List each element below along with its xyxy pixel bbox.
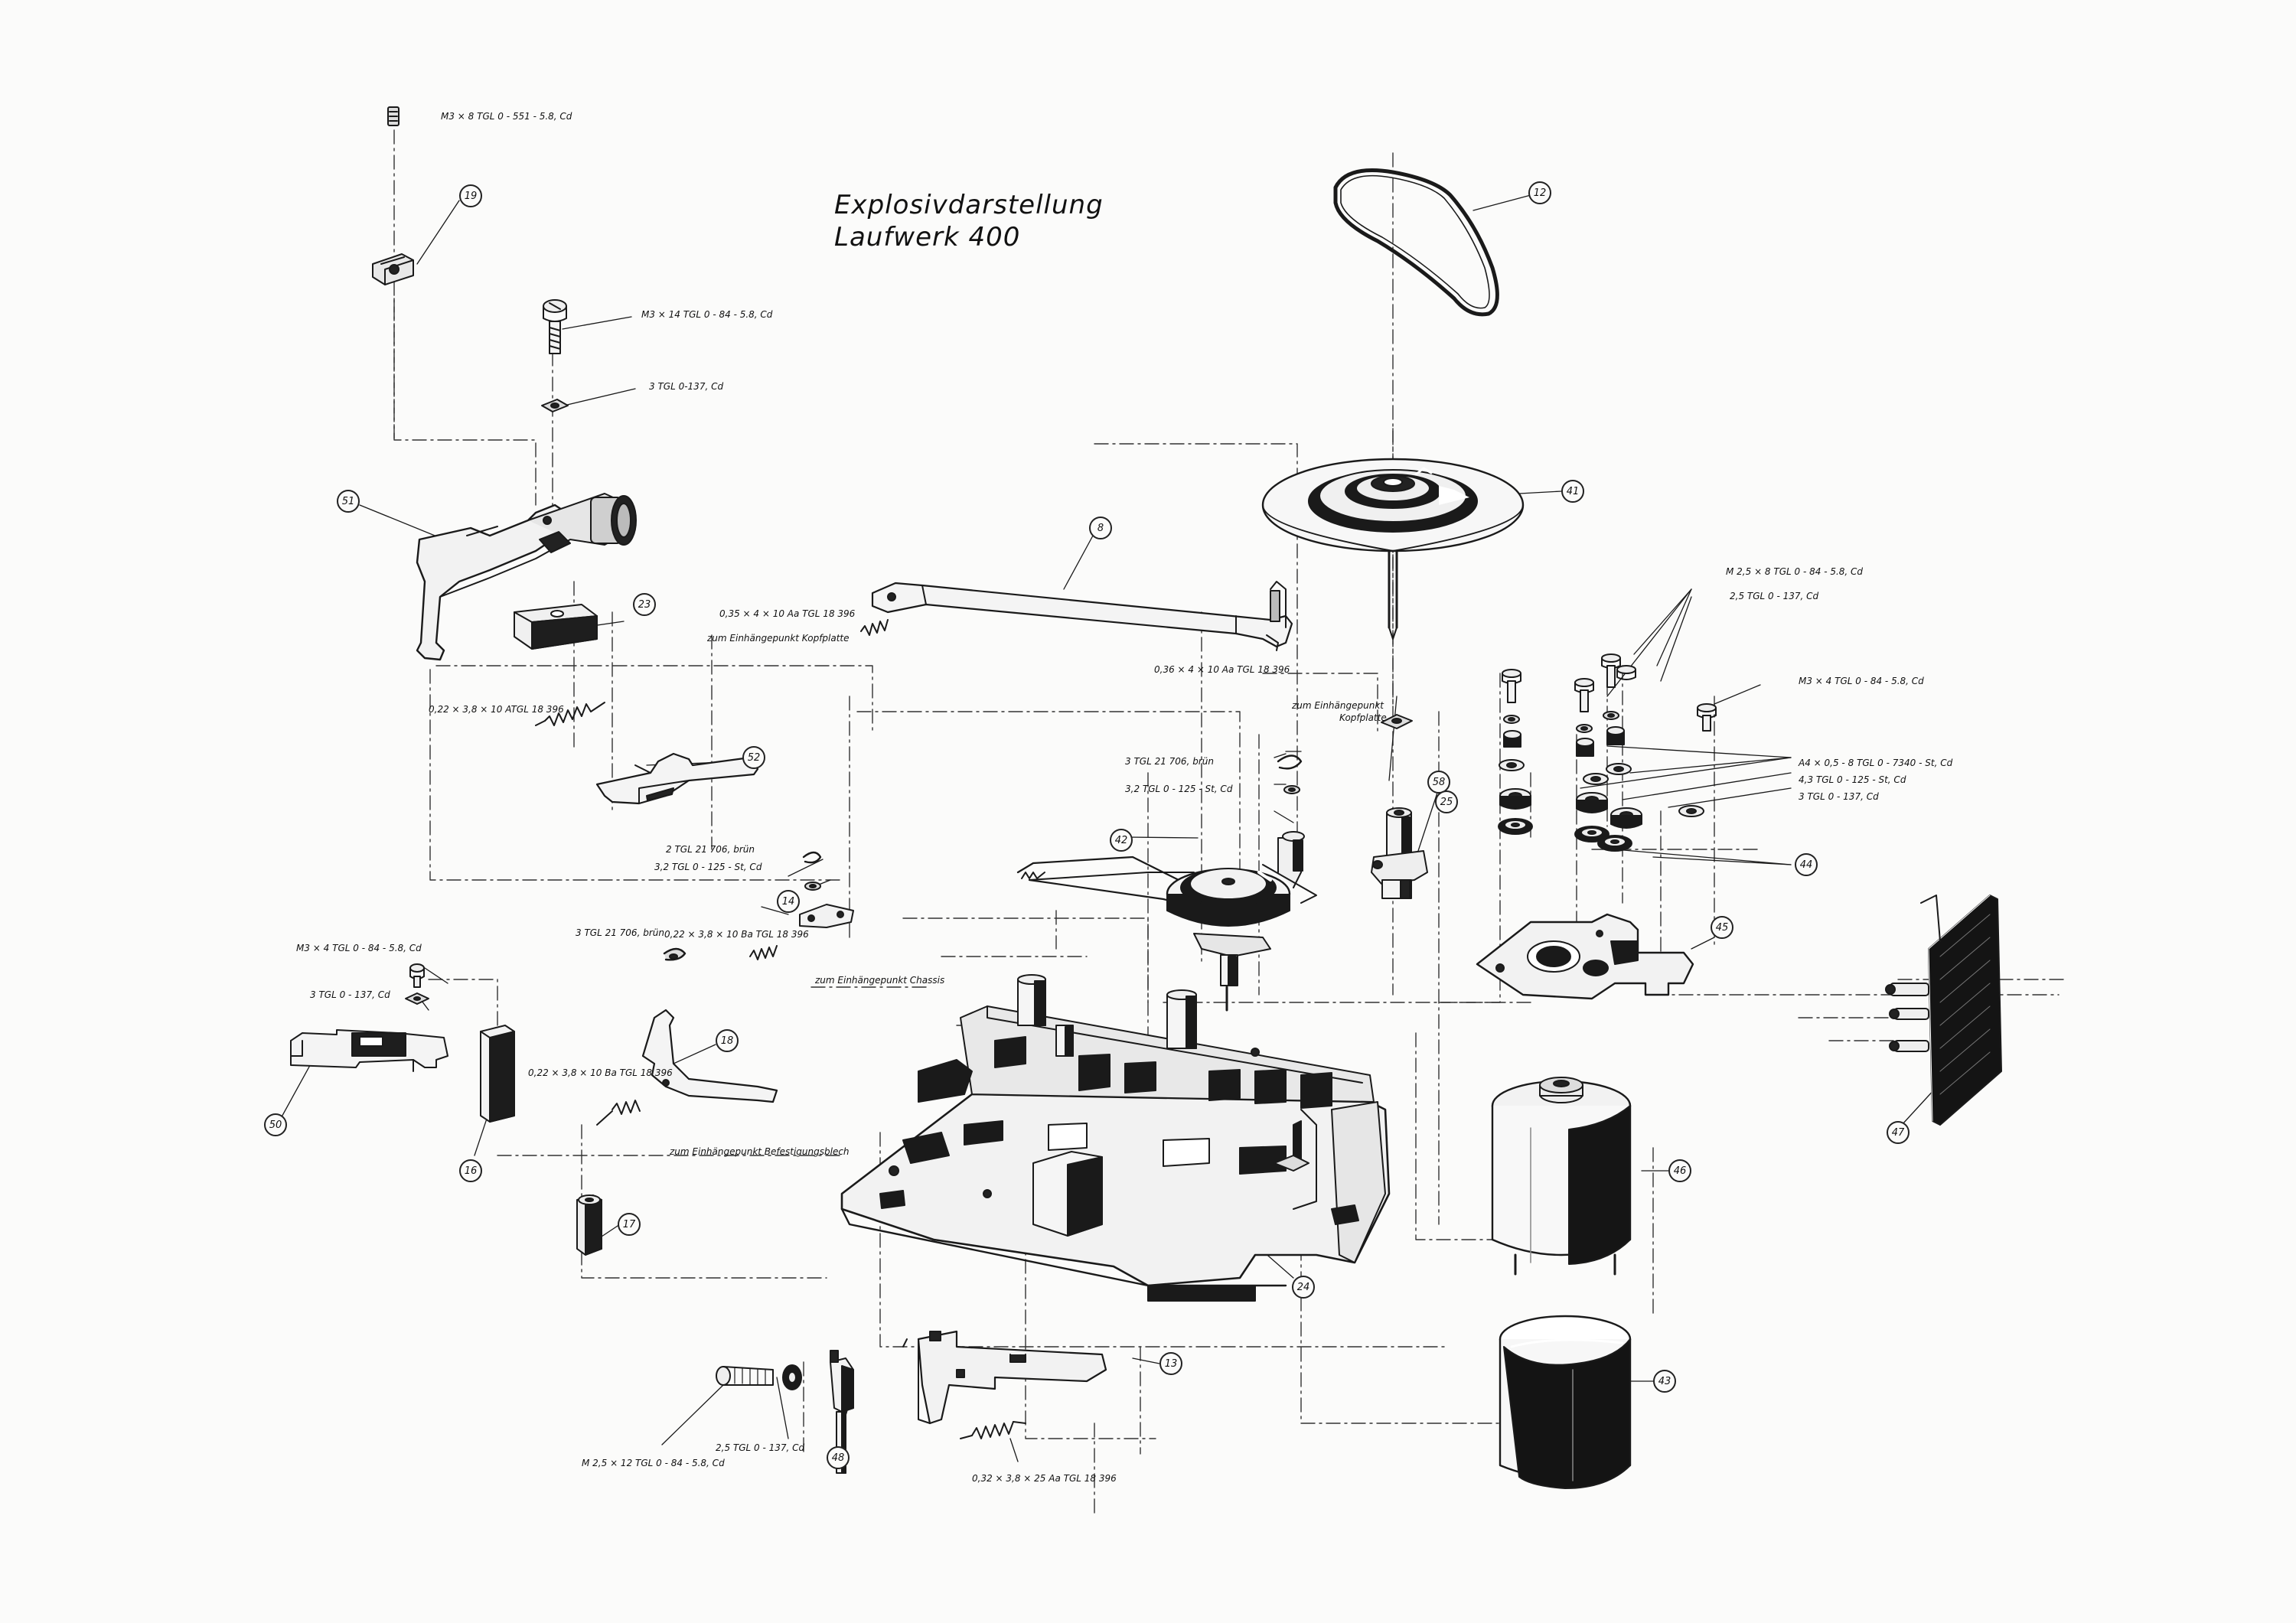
spec-clip-3b: 3 TGL 21 706, brün [576,927,664,938]
clip-3-tgl [1277,754,1303,794]
spec-washer-3-left: 3 TGL 0 - 137, Cd [310,989,390,1000]
spec-a4-washer: A4 × 0,5 - 8 TGL 0 - 7340 - St, Cd [1799,758,1953,768]
spec-spring-036: 0,36 × 4 × 10 Aa TGL 18 396 [1154,664,1290,675]
spec-washer-32: 3,2 TGL 0 - 125 - St, Cd [1125,784,1233,794]
part-42-pulley [1016,831,1317,1012]
callout-50: 50 [264,1113,287,1136]
spec-kopfplatte-1: zum Einhängepunkt Kopfplatte [707,633,850,644]
drawing-title-line2: Laufwerk 400 [834,222,1021,253]
spec-washer-3: 3 TGL 0-137, Cd [649,381,724,392]
spec-washer-3-right: 3 TGL 0 - 137, Cd [1799,791,1879,802]
part-44-screws [1498,653,1717,852]
part-13-bracket [902,1330,1107,1439]
spec-spring-022c: 0,22 × 3,8 × 10 Ba TGL 18 396 [528,1067,673,1078]
spec-kopfplatte-2a: zum Einhängepunkt [1292,700,1384,711]
callout-24: 24 [1292,1276,1315,1299]
part-23-block [514,604,598,650]
spec-m3x8: M3 × 8 TGL 0 - 551 - 5.8, Cd [441,111,572,122]
callout-44: 44 [1795,853,1818,876]
callout-16: 16 [459,1159,482,1182]
spec-befestigung: zum Einhängepunkt Befestigungsblech [670,1146,850,1157]
callout-58: 58 [1427,771,1450,794]
spec-washer-32b: 3,2 TGL 0 - 125 - St, Cd [654,862,762,872]
part-18-hook [596,1009,778,1126]
part-51-head-bracket [416,493,637,661]
spring-022 [535,702,605,726]
spec-washer-43: 4,3 TGL 0 - 125 - St, Cd [1799,774,1906,785]
part-41-flywheel [1261,458,1525,640]
callout-41: 41 [1561,480,1584,503]
part-46-motor [1491,1077,1632,1276]
part-17-post [576,1194,602,1256]
spec-washer-25b: 2,5 TGL 0 - 137, Cd [716,1442,805,1453]
screw-m25x12 [716,1364,802,1390]
spec-clip-3: 3 TGL 21 706, brün [1125,756,1214,767]
callout-13: 13 [1159,1352,1182,1375]
callout-19: 19 [459,184,482,207]
part-45-plate [1476,913,1694,1000]
callout-8: 8 [1089,517,1112,539]
spec-m3x4-right: M3 × 4 TGL 0 - 84 - 5.8, Cd [1799,676,1924,686]
spec-kopfplatte-2b: Kopfplatte [1339,712,1387,723]
part-8-bar [860,581,1293,651]
callout-48: 48 [827,1446,850,1469]
part-19-bracket [372,106,414,285]
spec-clip-2: 2 TGL 21 706, brün [666,844,755,855]
part-50-switch [290,1029,448,1072]
part-58-washer [1381,714,1413,729]
part-24-chassis [840,974,1391,1302]
part-52-lever [595,752,759,805]
screw-m3x4-left [405,963,429,1005]
part-14-link [799,851,854,928]
callout-46: 46 [1668,1159,1691,1182]
spec-m3x14: M3 × 14 TGL 0 - 84 - 5.8, Cd [641,309,773,320]
spec-washer-25: 2,5 TGL 0 - 137, Cd [1730,591,1819,601]
callout-47: 47 [1887,1121,1910,1144]
callout-23: 23 [633,593,656,616]
spec-spring-022: 0,22 × 3,8 × 10 ATGL 18 396 [429,704,564,715]
callout-45: 45 [1711,916,1733,939]
callout-25: 25 [1435,790,1458,813]
clip-and-spring-mid [663,945,778,961]
part-16-block [480,1025,515,1123]
callout-43: 43 [1653,1370,1676,1393]
part-25-bearing [1371,807,1428,899]
part-12-belt [1333,168,1499,317]
callout-42: 42 [1110,829,1133,852]
spec-m25x8: M 2,5 × 8 TGL 0 - 84 - 5.8, Cd [1726,566,1864,577]
spec-m3x4-left: M3 × 4 TGL 0 - 84 - 5.8, Cd [296,943,422,953]
spec-m25x12: M 2,5 × 12 TGL 0 - 84 - 5.8, Cd [582,1458,725,1468]
assembly-centerlines [393,129,2067,1516]
spec-spring-022b: 0,22 × 3,8 × 10 Ba TGL 18 396 [664,929,809,940]
callout-12: 12 [1528,181,1551,204]
callout-17: 17 [618,1213,641,1236]
screw-m3x14 [541,299,569,412]
callout-51: 51 [337,490,360,513]
callout-14: 14 [777,890,800,913]
spec-spring-035: 0,35 × 4 × 10 Aa TGL 18 396 [719,608,856,619]
spec-spring-032: 0,32 × 3,8 × 25 Aa TGL 18 396 [972,1473,1117,1484]
drawing-title-line1: Explosivdarstellung [834,190,1104,220]
part-47-board [1885,895,2002,1126]
leader-lines [279,194,1945,1462]
callout-18: 18 [716,1029,739,1052]
part-43-shield [1499,1315,1632,1489]
callout-52: 52 [742,746,765,769]
spec-chassis: zum Einhängepunkt Chassis [815,975,945,986]
